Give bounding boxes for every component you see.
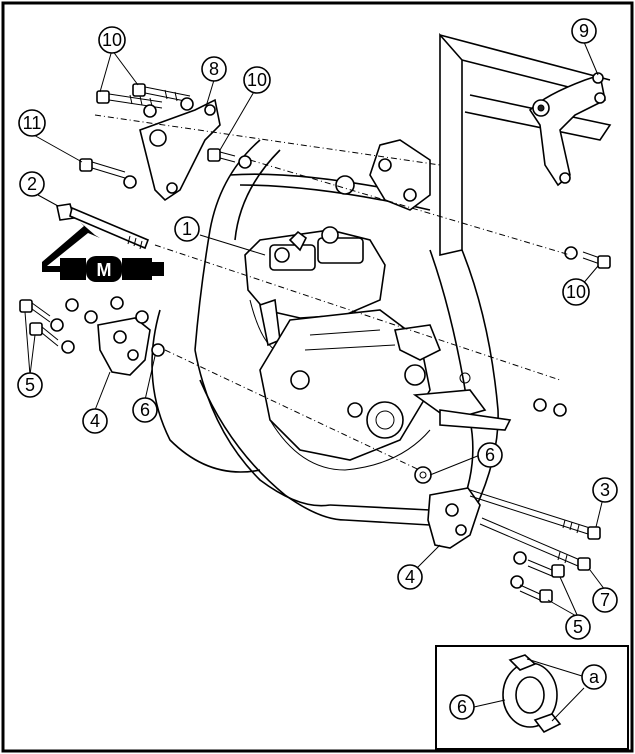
- callout-6-mid: 6: [477, 442, 503, 468]
- callout-2: 2: [19, 171, 45, 197]
- svg-text:5: 5: [25, 375, 35, 395]
- svg-text:a: a: [589, 667, 600, 687]
- svg-text:4: 4: [90, 411, 100, 431]
- svg-text:1: 1: [182, 219, 192, 239]
- svg-text:2: 2: [27, 174, 37, 194]
- bolt-axis-line: [154, 244, 561, 381]
- svg-text:6: 6: [140, 400, 150, 420]
- svg-text:3: 3: [600, 480, 610, 500]
- callout-7: 7: [592, 587, 618, 613]
- upper-left-bracket: [139, 98, 221, 202]
- callout-6-left: 6: [132, 397, 158, 423]
- long-bolt-2: [56, 203, 150, 250]
- callout-4-left: 4: [82, 408, 108, 434]
- callout-10-right: 10: [562, 278, 590, 306]
- svg-text:7: 7: [600, 590, 610, 610]
- svg-text:8: 8: [209, 59, 219, 79]
- svg-text:5: 5: [573, 617, 583, 637]
- callout-11: 11: [18, 109, 46, 137]
- callout-4-right: 4: [397, 564, 423, 590]
- bolt-axis-line-3: [94, 114, 441, 166]
- svg-text:10: 10: [566, 282, 586, 302]
- upper-right-bracket: [335, 72, 606, 211]
- right-lower-bracket: [414, 398, 601, 603]
- upper-bolts: [79, 83, 611, 269]
- callout-1: 1: [174, 216, 200, 242]
- callout-8: 8: [201, 56, 227, 82]
- engine-block: [244, 226, 512, 471]
- callout-a: a: [581, 664, 607, 690]
- bolt-axis-line-2: [164, 349, 431, 476]
- lubricant-symbol: M: [97, 260, 112, 280]
- svg-text:10: 10: [102, 30, 122, 50]
- left-lower-bracket: [19, 296, 165, 376]
- svg-text:6: 6: [457, 697, 467, 717]
- callout-6-inset: 6: [449, 694, 475, 720]
- callout-10-mid: 10: [243, 66, 271, 94]
- svg-text:4: 4: [405, 567, 415, 587]
- svg-text:10: 10: [247, 70, 267, 90]
- callout-5-right: 5: [565, 614, 591, 640]
- lubricant-indicator: M: [42, 222, 164, 282]
- callout-5-left: 5: [17, 372, 43, 398]
- svg-text:11: 11: [23, 113, 42, 133]
- bolt-axis-line-4: [249, 159, 571, 256]
- svg-text:9: 9: [579, 21, 589, 41]
- callout-10-top: 10: [98, 26, 126, 54]
- svg-text:6: 6: [485, 445, 495, 465]
- callout-3: 3: [592, 477, 618, 503]
- leader-lines: [24, 41, 606, 618]
- callout-9: 9: [571, 18, 597, 44]
